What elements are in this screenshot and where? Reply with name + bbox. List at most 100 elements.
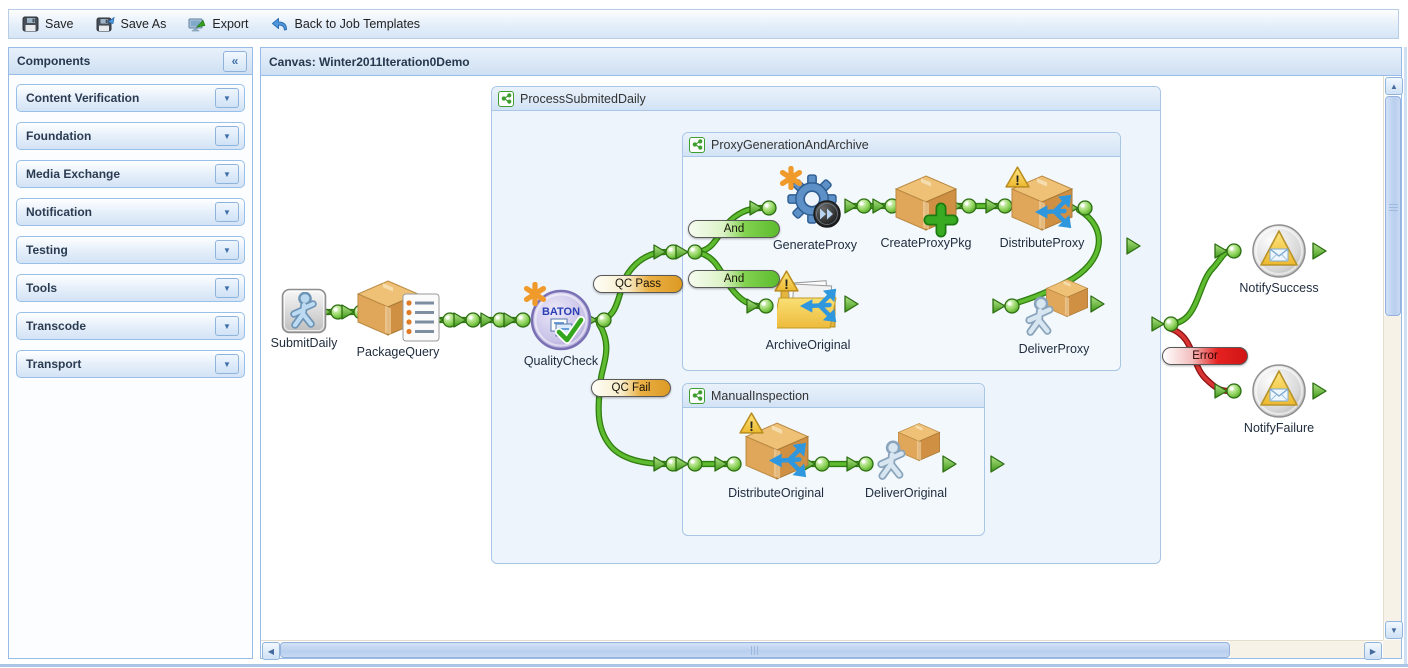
save-as-button[interactable]: Save As bbox=[87, 13, 176, 35]
node-packagequery[interactable]: PackageQuery bbox=[356, 279, 440, 359]
scroll-up-button[interactable]: ▲ bbox=[1385, 77, 1403, 95]
port[interactable] bbox=[1151, 316, 1179, 332]
canvas-panel: Canvas: Winter2011Iteration0Demo Process… bbox=[260, 47, 1403, 660]
section-testing[interactable]: Testing▼ bbox=[16, 236, 245, 264]
node-distributeoriginal[interactable]: DistributeOriginal bbox=[728, 412, 824, 500]
scroll-track[interactable] bbox=[1230, 641, 1365, 658]
gear-transcode-icon bbox=[779, 170, 851, 236]
node-createproxypkg[interactable]: CreateProxyPkg bbox=[880, 174, 972, 250]
person-button-icon bbox=[281, 288, 327, 334]
save-button-label: Save bbox=[45, 17, 74, 31]
person-package-icon bbox=[873, 423, 940, 484]
node-label: DeliverProxy bbox=[1018, 342, 1090, 356]
group-manual-inspection[interactable]: ManualInspection bbox=[682, 383, 985, 536]
thumb-grip bbox=[750, 645, 760, 655]
node-label: DeliverOriginal bbox=[865, 486, 947, 500]
chevron-down-icon[interactable]: ▼ bbox=[215, 202, 239, 222]
node-label: PackageQuery bbox=[356, 345, 440, 359]
output-arrow[interactable] bbox=[942, 455, 957, 473]
chevron-down-icon[interactable]: ▼ bbox=[215, 88, 239, 108]
port[interactable] bbox=[1214, 383, 1242, 399]
group-label: ManualInspection bbox=[711, 388, 809, 403]
package-distribute-icon bbox=[739, 412, 811, 484]
node-label: QualityCheck bbox=[523, 354, 599, 368]
share-icon bbox=[689, 387, 705, 404]
scroll-track[interactable] bbox=[1384, 316, 1401, 622]
node-label: NotifyFailure bbox=[1243, 421, 1315, 435]
chevron-down-icon: ▼ bbox=[1390, 625, 1398, 635]
chevron-down-icon[interactable]: ▼ bbox=[215, 354, 239, 374]
chevron-down-icon[interactable]: ▼ bbox=[215, 278, 239, 298]
horizontal-scroll-thumb[interactable] bbox=[280, 642, 1230, 658]
node-deliverproxy[interactable]: DeliverProxy bbox=[1019, 279, 1089, 356]
chevron-down-icon[interactable]: ▼ bbox=[215, 126, 239, 146]
node-submitdaily[interactable]: SubmitDaily bbox=[271, 288, 337, 350]
node-label: DistributeOriginal bbox=[728, 486, 824, 500]
section-tools[interactable]: Tools▼ bbox=[16, 274, 245, 302]
group-header[interactable]: ProcessSubmitedDaily bbox=[492, 87, 1160, 111]
section-notification[interactable]: Notification▼ bbox=[16, 198, 245, 226]
double-chevron-left-icon: « bbox=[231, 54, 239, 68]
components-panel-header: Components « bbox=[9, 48, 252, 75]
scroll-right-button[interactable]: ▶ bbox=[1364, 642, 1382, 660]
section-transcode[interactable]: Transcode▼ bbox=[16, 312, 245, 340]
port[interactable] bbox=[503, 312, 531, 328]
port[interactable] bbox=[1214, 243, 1242, 259]
save-as-icon bbox=[96, 16, 115, 32]
collapse-panel-button[interactable]: « bbox=[223, 50, 247, 72]
node-label: ArchiveOriginal bbox=[765, 338, 851, 352]
chevron-down-icon[interactable]: ▼ bbox=[215, 164, 239, 184]
port[interactable] bbox=[749, 200, 777, 216]
vertical-scrollbar: ▲ ▼ bbox=[1383, 76, 1403, 640]
node-archiveoriginal[interactable]: ArchiveOriginal bbox=[766, 270, 850, 352]
node-notifysuccess[interactable]: NotifySuccess bbox=[1239, 223, 1319, 295]
node-label: GenerateProxy bbox=[772, 238, 858, 252]
node-label: DistributeProxy bbox=[999, 236, 1085, 250]
window-right-border bbox=[1404, 47, 1407, 664]
group-label: ProxyGenerationAndArchive bbox=[711, 137, 869, 152]
scroll-left-button[interactable]: ◀ bbox=[262, 642, 280, 660]
chevron-down-icon[interactable]: ▼ bbox=[215, 316, 239, 336]
link-label-and-1[interactable]: And bbox=[688, 220, 780, 238]
port[interactable] bbox=[675, 244, 703, 260]
save-button[interactable]: Save bbox=[13, 13, 83, 35]
scroll-down-button[interactable]: ▼ bbox=[1385, 621, 1403, 639]
group-header[interactable]: ManualInspection bbox=[683, 384, 984, 408]
output-arrow[interactable] bbox=[1090, 295, 1105, 313]
port[interactable] bbox=[992, 298, 1020, 314]
output-arrow[interactable] bbox=[844, 295, 859, 313]
canvas-title: Canvas: Winter2011Iteration0Demo bbox=[261, 48, 1401, 76]
link-label-qc-fail[interactable]: QC Fail bbox=[591, 379, 671, 397]
group-header[interactable]: ProxyGenerationAndArchive bbox=[683, 133, 1120, 157]
port[interactable] bbox=[846, 456, 874, 472]
node-notifyfailure[interactable]: NotifyFailure bbox=[1244, 363, 1314, 435]
port[interactable] bbox=[675, 456, 703, 472]
vertical-scroll-thumb[interactable] bbox=[1385, 96, 1401, 316]
node-deliveroriginal[interactable]: DeliverOriginal bbox=[865, 423, 947, 500]
port[interactable] bbox=[453, 312, 481, 328]
section-content-verification[interactable]: Content Verification▼ bbox=[16, 84, 245, 112]
node-distributeproxy[interactable]: DistributeProxy bbox=[1000, 166, 1084, 250]
output-arrow[interactable] bbox=[1126, 237, 1141, 255]
section-transport[interactable]: Transport▼ bbox=[16, 350, 245, 378]
horizontal-scrollbar: ◀ ▶ bbox=[261, 640, 1383, 660]
port[interactable] bbox=[480, 312, 508, 328]
email-notify-icon bbox=[1251, 223, 1307, 279]
link-label-and-2[interactable]: And bbox=[688, 270, 780, 288]
port[interactable] bbox=[714, 456, 742, 472]
workflow-canvas[interactable]: ProcessSubmitedDaily ProxyGenerationAndA… bbox=[261, 76, 1383, 640]
link-label-qc-pass[interactable]: QC Pass bbox=[593, 275, 683, 293]
output-arrow[interactable] bbox=[1312, 382, 1327, 400]
port[interactable] bbox=[746, 298, 774, 314]
email-notify-icon bbox=[1251, 363, 1307, 419]
node-qualitycheck[interactable]: QualityCheck bbox=[524, 288, 598, 368]
node-generateproxy[interactable]: GenerateProxy bbox=[773, 170, 857, 252]
back-to-job-templates-button[interactable]: Back to Job Templates bbox=[262, 13, 430, 35]
section-media-exchange[interactable]: Media Exchange▼ bbox=[16, 160, 245, 188]
chevron-down-icon[interactable]: ▼ bbox=[215, 240, 239, 260]
link-label-error[interactable]: Error bbox=[1162, 347, 1248, 365]
export-button[interactable]: Export bbox=[179, 13, 257, 35]
output-arrow[interactable] bbox=[990, 455, 1005, 473]
output-arrow[interactable] bbox=[1312, 242, 1327, 260]
section-foundation[interactable]: Foundation▼ bbox=[16, 122, 245, 150]
